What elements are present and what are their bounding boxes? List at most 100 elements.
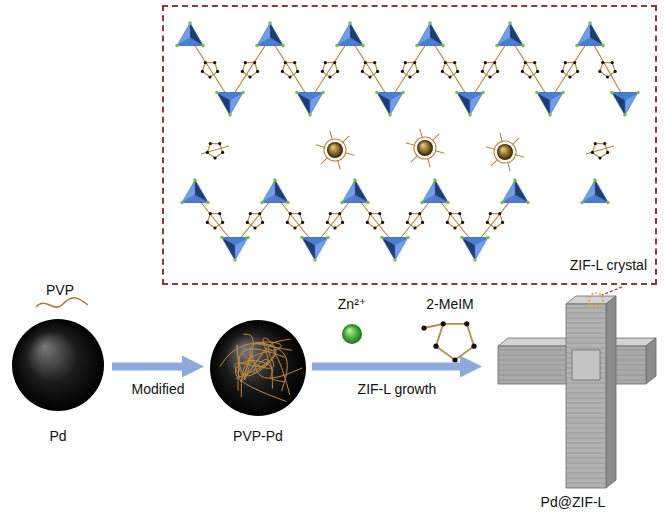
shape-outline xyxy=(8,316,108,446)
crystal-layer xyxy=(566,393,606,394)
crystal-layer xyxy=(566,448,606,449)
linker-bond xyxy=(430,38,470,100)
crystal-side-face xyxy=(646,338,656,384)
atom xyxy=(221,151,224,154)
linker-bond xyxy=(550,38,590,100)
tetrahedron xyxy=(577,23,603,46)
n-atom xyxy=(335,44,339,48)
atom xyxy=(533,61,536,64)
tetrahedron xyxy=(582,180,608,203)
tetrahedron-face xyxy=(177,38,203,46)
tetrahedron-face xyxy=(342,195,368,203)
imidazole-ring xyxy=(442,63,457,77)
crystal-layer xyxy=(566,413,606,414)
tetrahedron-face xyxy=(577,38,603,46)
n-atom xyxy=(441,44,445,48)
tetrahedron xyxy=(262,180,288,203)
imidazole-ring xyxy=(327,214,342,228)
atom xyxy=(493,61,496,64)
n-atom xyxy=(455,91,459,95)
atom xyxy=(301,221,304,224)
tetrahedron xyxy=(342,180,368,203)
n-atom xyxy=(366,201,370,205)
crystal-layer xyxy=(566,313,606,314)
shape-outline xyxy=(486,280,660,512)
pd-nanoparticle xyxy=(417,140,433,156)
tetrahedron-face xyxy=(302,238,328,246)
atom xyxy=(446,221,449,224)
cage-ring xyxy=(324,139,346,161)
tetrahedron xyxy=(222,238,248,261)
tetrahedron-face xyxy=(257,38,283,46)
cage-ring xyxy=(494,141,516,163)
pvp-chain xyxy=(36,298,88,307)
crystal-end-face xyxy=(572,350,600,380)
atom xyxy=(573,61,576,64)
process-arrow xyxy=(312,363,472,371)
n-atom xyxy=(393,258,397,262)
atom xyxy=(486,221,489,224)
linker-bond xyxy=(470,38,510,100)
zif-l-framework xyxy=(175,21,640,262)
n-atom xyxy=(188,21,192,25)
tetrahedron-face xyxy=(337,38,363,46)
crystal-layer xyxy=(566,483,606,484)
n-atom xyxy=(300,236,304,240)
crystal-layer xyxy=(566,408,606,409)
node-label: Pd@ZIF-L xyxy=(541,494,606,510)
n-atom xyxy=(636,91,640,95)
tetrahedron-face xyxy=(382,238,408,246)
tetrahedron xyxy=(382,238,408,261)
n-atom xyxy=(481,91,485,95)
shape-group xyxy=(12,319,104,411)
atom xyxy=(321,70,324,73)
shape-outline xyxy=(208,318,308,446)
atom xyxy=(381,221,384,224)
crystal-layer xyxy=(566,318,606,319)
linker-bond xyxy=(310,38,350,100)
n-atom xyxy=(246,236,250,240)
atom xyxy=(206,221,209,224)
atom xyxy=(329,212,332,215)
crystal-layer xyxy=(566,333,606,334)
pd-sphere-shape xyxy=(12,319,104,411)
atom xyxy=(441,321,446,326)
atom xyxy=(286,221,289,224)
n-atom xyxy=(460,236,464,240)
atom xyxy=(576,70,579,73)
pvp-chain xyxy=(242,339,291,368)
atom xyxy=(333,226,336,229)
atom xyxy=(284,61,287,64)
atom xyxy=(218,142,221,145)
atom xyxy=(298,212,301,215)
pvp-pd-sphere-shape xyxy=(210,320,306,416)
shape-group xyxy=(498,287,656,488)
inset-box: ZIF-L crystal xyxy=(162,5,657,285)
tetrahedron xyxy=(337,23,363,46)
tetrahedron xyxy=(502,180,528,203)
n-atom xyxy=(255,44,259,48)
n-atom xyxy=(561,91,565,95)
atom xyxy=(369,212,372,215)
atom xyxy=(449,212,452,215)
atom xyxy=(489,212,492,215)
tetrahedron-face xyxy=(222,238,248,246)
atom xyxy=(378,212,381,215)
n-atom xyxy=(273,178,277,182)
pd-nanoparticle xyxy=(497,144,513,160)
atom xyxy=(433,344,438,349)
crystal-layer xyxy=(566,473,606,474)
atom xyxy=(458,212,461,215)
tetrahedron-face xyxy=(217,93,243,101)
atom xyxy=(452,357,457,362)
imidazole-ring xyxy=(402,63,417,77)
atom xyxy=(448,75,451,78)
imidazole-ring xyxy=(562,63,577,77)
atom xyxy=(416,70,419,73)
zn-ion xyxy=(342,324,362,344)
atom xyxy=(603,142,606,145)
imidazole-ring xyxy=(202,63,217,77)
tetrahedron-face xyxy=(582,195,608,203)
